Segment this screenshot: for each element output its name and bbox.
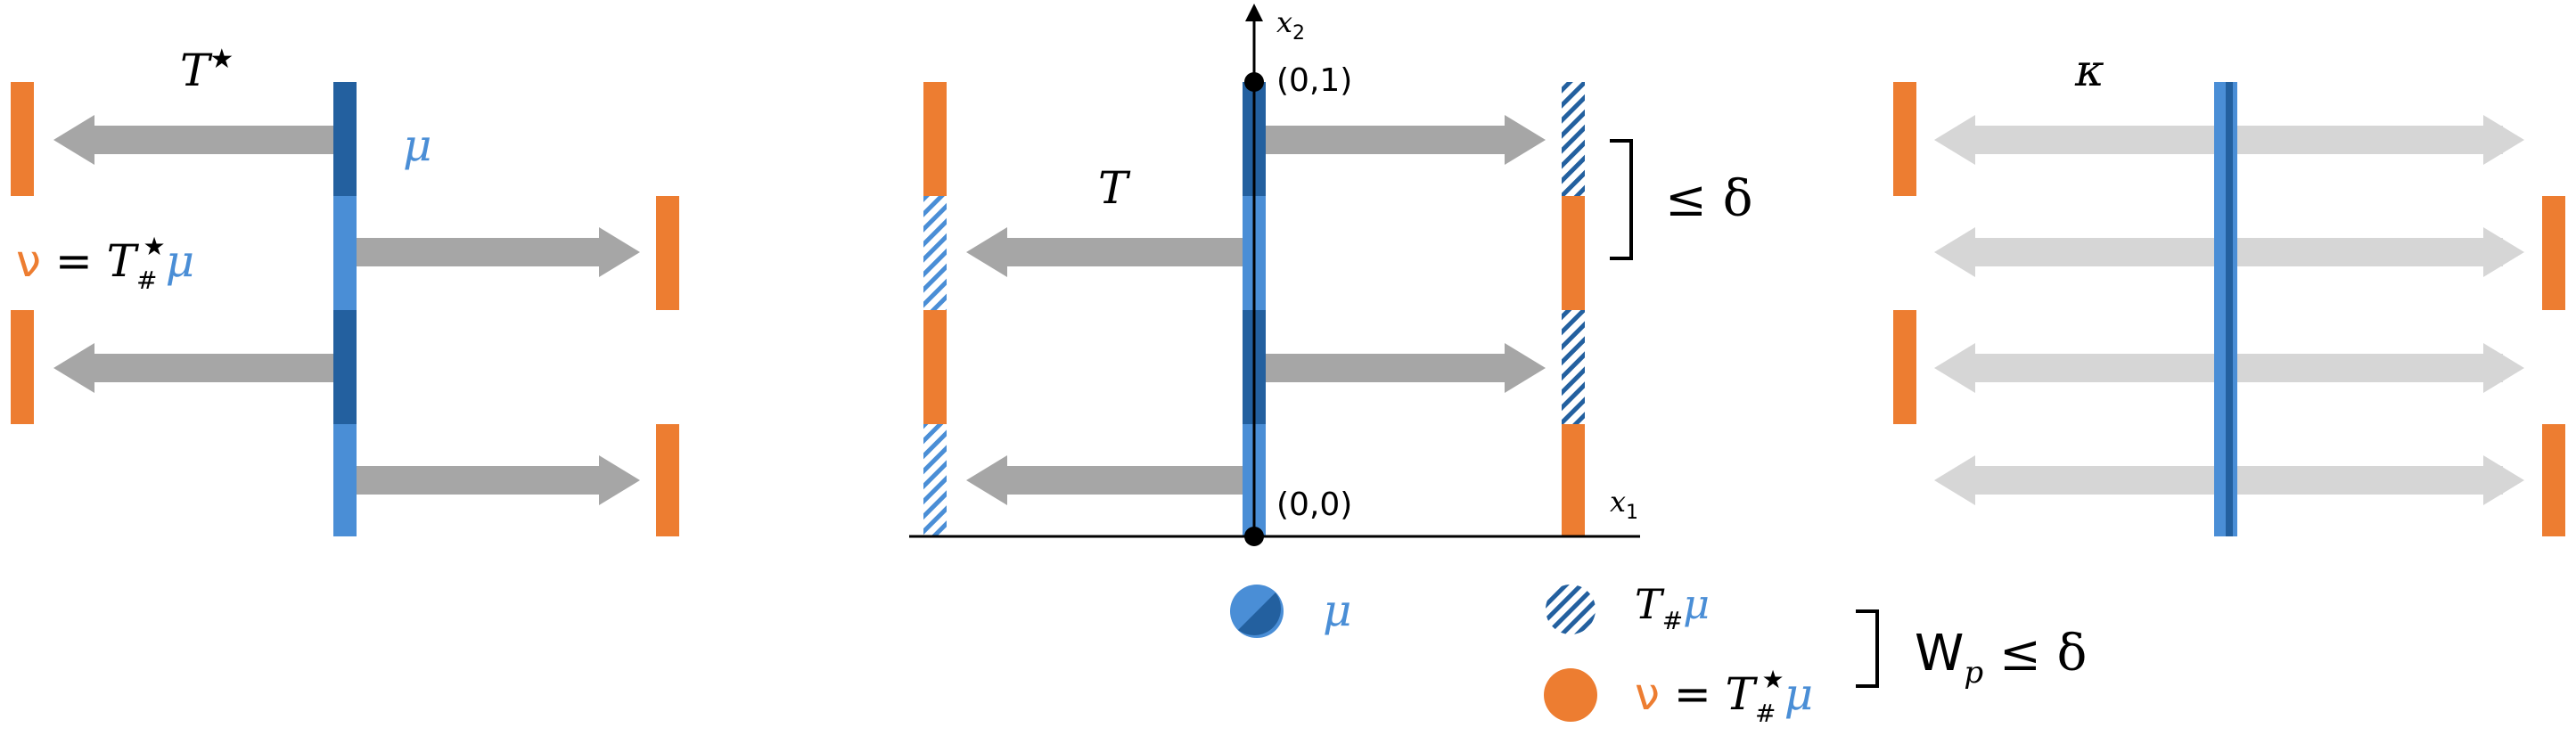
legend-nu-label: ν = T#★μ [1635, 665, 1813, 728]
wp-label: Wp ≤ δ [1915, 625, 2087, 691]
kappa-row-3 [1934, 343, 2524, 393]
point-top [1244, 72, 1264, 92]
t-label: T [1098, 162, 1131, 214]
right-right-nu-2 [2542, 424, 2565, 536]
mid-left-nu-1 [923, 82, 947, 196]
mid-arrow-left-2 [966, 455, 1243, 505]
left-arrow-1 [53, 115, 333, 165]
mid-arrow-right-1 [1266, 115, 1546, 165]
delta-bracket [1610, 139, 1633, 260]
mid-left-hatch-2 [923, 424, 947, 536]
point-origin-label: (0,0) [1276, 487, 1352, 523]
middle-panel: x2 x1 (0,1) (0,0) T ≤ δ [909, 4, 1752, 546]
legend-mu-marker [1230, 585, 1284, 638]
right-panel: κ [1893, 45, 2565, 536]
mid-left-nu-2 [923, 310, 947, 424]
left-nu-bar-1 [11, 82, 34, 196]
point-top-label: (0,1) [1276, 62, 1352, 99]
left-nu-equation: ν = T#★μ [16, 232, 194, 295]
legend-t-push-label: T#μ [1635, 580, 1710, 635]
left-mu-label: μ [403, 119, 432, 171]
kappa-row-2 [1934, 227, 2524, 277]
left-nu-bar-2 [11, 310, 34, 424]
x2-label: x2 [1276, 5, 1305, 45]
right-mu-bar-stripe [2226, 82, 2233, 536]
mid-right-nu-1 [1562, 196, 1585, 310]
kappa-row-4 [1934, 455, 2524, 505]
legend-mu-label: μ [1323, 585, 1352, 636]
x1-label: x1 [1610, 485, 1638, 524]
point-origin [1244, 527, 1264, 546]
left-nu-bar-3 [656, 196, 679, 310]
x2-arrowhead [1245, 4, 1263, 21]
left-mu-segment-1 [333, 82, 357, 196]
left-mu-segment-3 [333, 310, 357, 424]
right-left-nu-2 [1893, 310, 1916, 424]
legend-nu-marker [1544, 668, 1597, 722]
delta-label: ≤ δ [1665, 170, 1752, 228]
mid-arrow-left-1 [966, 227, 1243, 277]
mid-right-hatch-2 [1562, 310, 1585, 424]
mid-right-hatch-1 [1562, 82, 1585, 196]
right-right-nu-1 [2542, 196, 2565, 310]
left-arrow-2 [53, 343, 333, 393]
mid-arrow-right-2 [1266, 343, 1546, 393]
left-mu-segment-4 [333, 424, 357, 536]
mid-right-nu-2 [1562, 424, 1585, 536]
left-arrow-3 [357, 227, 640, 277]
right-left-nu-1 [1893, 82, 1916, 196]
mid-left-hatch-1 [923, 196, 947, 310]
kappa-row-1 [1934, 115, 2524, 165]
legend-hatch-marker [1546, 585, 1596, 634]
wp-bracket [1856, 609, 1879, 688]
legend: μ T#μ ν = T#★μ Wp ≤ δ [1230, 580, 2087, 728]
left-panel: T★ μ ν = T#★μ [11, 44, 679, 536]
left-arrow-4 [357, 455, 640, 505]
left-mu-segment-2 [333, 196, 357, 310]
left-nu-bar-4 [656, 424, 679, 536]
kappa-label: κ [2074, 45, 2104, 96]
t-star-label: T★ [180, 44, 234, 96]
